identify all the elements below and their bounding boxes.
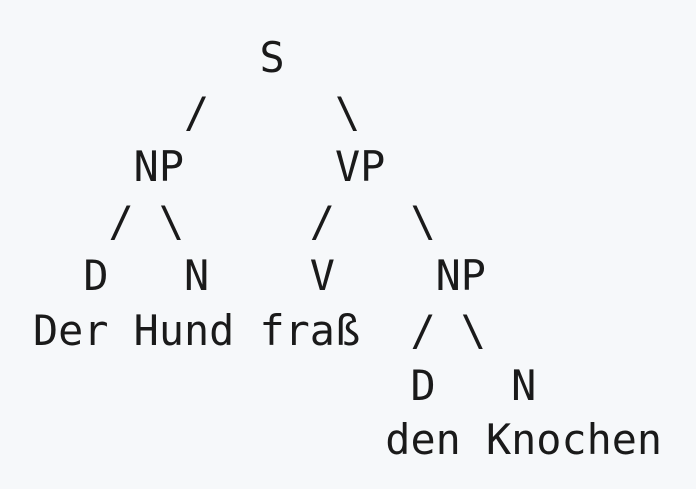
tree-line-branches-2: / \ / \ [33,196,436,246]
tree-line-branches-1: / \ [33,87,361,137]
tree-line-root: S [33,33,285,82]
tree-line-words-1: Der Hund fraß / \ [33,305,486,355]
tree-line-np-vp: NP VP [33,142,386,192]
tree-line-d-n: D N [33,360,537,410]
tree-line-words-2: den Knochen [33,415,663,465]
tree-line-d-n-v-np: D N V NP [33,251,486,301]
